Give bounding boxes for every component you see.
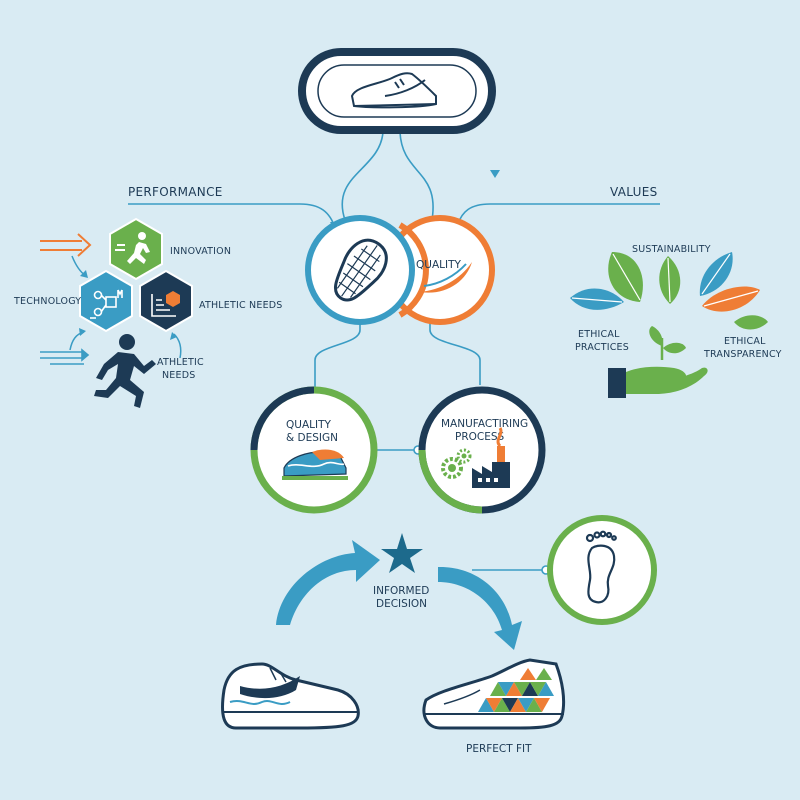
swoosh-icon — [420, 262, 472, 293]
arrow-icon — [438, 566, 522, 650]
athletic-needs-hex-label: ATHLETIC NEEDS — [199, 300, 283, 311]
manufacturing-label-1: MANUFACTIRING — [441, 418, 528, 430]
motion-lines-icon — [40, 348, 90, 365]
ethical-transparency-label-2: TRANSPARENCY — [703, 349, 782, 360]
performance-heading: PERFORMANCE — [128, 185, 223, 199]
circuit-icon — [90, 289, 123, 319]
decision-arrows: INFORMED DECISION — [276, 533, 522, 650]
hand-with-plant-icon — [608, 326, 708, 398]
ethical-transparency-label-1: ETHICAL — [724, 336, 766, 347]
target-icon — [151, 291, 180, 317]
shoe-sole-icon — [333, 238, 388, 302]
values-cluster: SUSTAINABILITY ETHICAL PRACTICES ETHICAL… — [570, 244, 782, 398]
ethical-practices-label-2: PRACTICES — [575, 342, 629, 353]
athletic-needs-hex — [139, 269, 193, 333]
sneaker-icon — [350, 72, 437, 109]
runner-icon — [115, 232, 150, 264]
athletic-needs-runner-label-2: NEEDS — [162, 370, 195, 381]
runner-silhouette-icon — [94, 334, 156, 408]
sneaker-icon — [282, 449, 348, 480]
arrow-icon — [276, 540, 380, 625]
manufacturing-circle: MANUFACTIRING PROCESS — [418, 386, 546, 514]
quality-design-label-1: QUALITY — [286, 419, 331, 431]
performance-cluster: INNOVATION TECHNOLOGY ATHLET — [13, 217, 283, 408]
top-shoe-capsule — [298, 48, 496, 134]
ethical-practices-label-1: ETHICAL — [578, 329, 620, 340]
innovation-hex — [109, 217, 163, 281]
values-heading: VALUES — [610, 185, 658, 199]
pattern-mosaic — [478, 668, 554, 712]
quality-rings: QUALITY — [305, 215, 495, 325]
factory-icon — [472, 427, 510, 488]
innovation-label: INNOVATION — [170, 246, 231, 257]
manufacturing-label-2: PROCESS — [455, 431, 505, 443]
quality-design-label-2: & DESIGN — [286, 432, 338, 444]
sustainability-label: SUSTAINABILITY — [632, 244, 711, 255]
quality-label: QUALITY — [416, 259, 461, 271]
perfect-fit-label: PERFECT FIT — [466, 743, 532, 755]
right-sneaker-icon — [422, 658, 566, 730]
leaf-icon — [570, 252, 768, 330]
star-icon — [381, 533, 423, 573]
left-sneaker-icon — [221, 662, 360, 730]
quality-design-circle: QUALITY & DESIGN — [250, 386, 378, 514]
gears-icon — [441, 448, 472, 479]
athletic-needs-runner-label-1: ATHLETIC — [157, 357, 204, 368]
technology-hex — [79, 269, 133, 333]
speed-arrows-icon — [40, 233, 92, 257]
footprint-icon — [585, 530, 617, 604]
technology-label: TECHNOLOGY — [13, 296, 81, 307]
informed-decision-label-2: DECISION — [376, 598, 427, 610]
informed-decision-label-1: INFORMED — [373, 585, 429, 597]
footprint-circle — [547, 515, 657, 625]
